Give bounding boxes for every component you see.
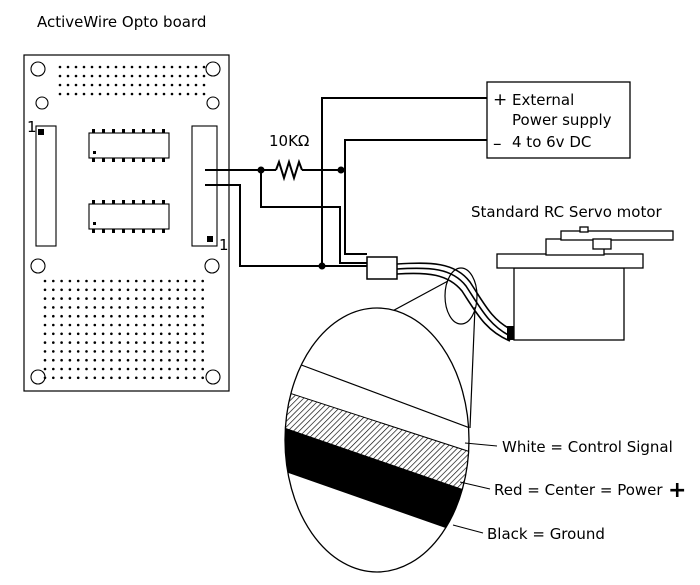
wiring bbox=[205, 97, 490, 267]
mounting-holes bbox=[30, 61, 221, 385]
ps-line-3: 4 to 6v DC bbox=[512, 133, 591, 151]
servo-cable bbox=[396, 262, 513, 342]
resistor-label: 10KΩ bbox=[269, 132, 309, 150]
ps-line-1: External bbox=[512, 91, 574, 109]
servo-connector bbox=[366, 256, 398, 280]
zoom-ellipse bbox=[284, 307, 470, 573]
junction-dots bbox=[257, 166, 345, 270]
black-wire-label: Black = Ground bbox=[487, 525, 605, 543]
chip-pins bbox=[92, 129, 165, 233]
optocoupler-chip-top bbox=[88, 132, 170, 159]
power-supply: + – External Power supply 4 to 6v DC bbox=[486, 81, 631, 159]
red-wire-label: Red = Center = Power bbox=[494, 481, 663, 499]
right-header-pin1-marker bbox=[207, 236, 213, 242]
ps-minus-sign: – bbox=[493, 134, 502, 154]
ps-line-2: Power supply bbox=[512, 111, 612, 129]
resistor-symbol bbox=[275, 158, 303, 182]
left-header-pin1-marker bbox=[38, 129, 44, 135]
cable-strain-relief bbox=[507, 326, 517, 340]
perf-grid bbox=[39, 65, 211, 380]
opto-board: ActiveWire Opto board 1 1 bbox=[23, 13, 230, 392]
cable-zoom-callout bbox=[284, 267, 498, 573]
optocoupler-chip-bottom bbox=[88, 203, 170, 230]
right-pin1-label: 1 bbox=[219, 236, 229, 254]
red-wire-plus: + bbox=[668, 478, 686, 503]
left-pin1-label: 1 bbox=[27, 118, 37, 136]
white-wire-label: White = Control Signal bbox=[502, 438, 673, 456]
zoom-source-circle bbox=[444, 267, 478, 325]
servo-motor bbox=[496, 226, 674, 341]
board-title: ActiveWire Opto board bbox=[37, 13, 206, 31]
servo-label: Standard RC Servo motor bbox=[471, 203, 663, 221]
ps-plus-sign: + bbox=[493, 90, 507, 110]
left-header bbox=[35, 125, 57, 247]
